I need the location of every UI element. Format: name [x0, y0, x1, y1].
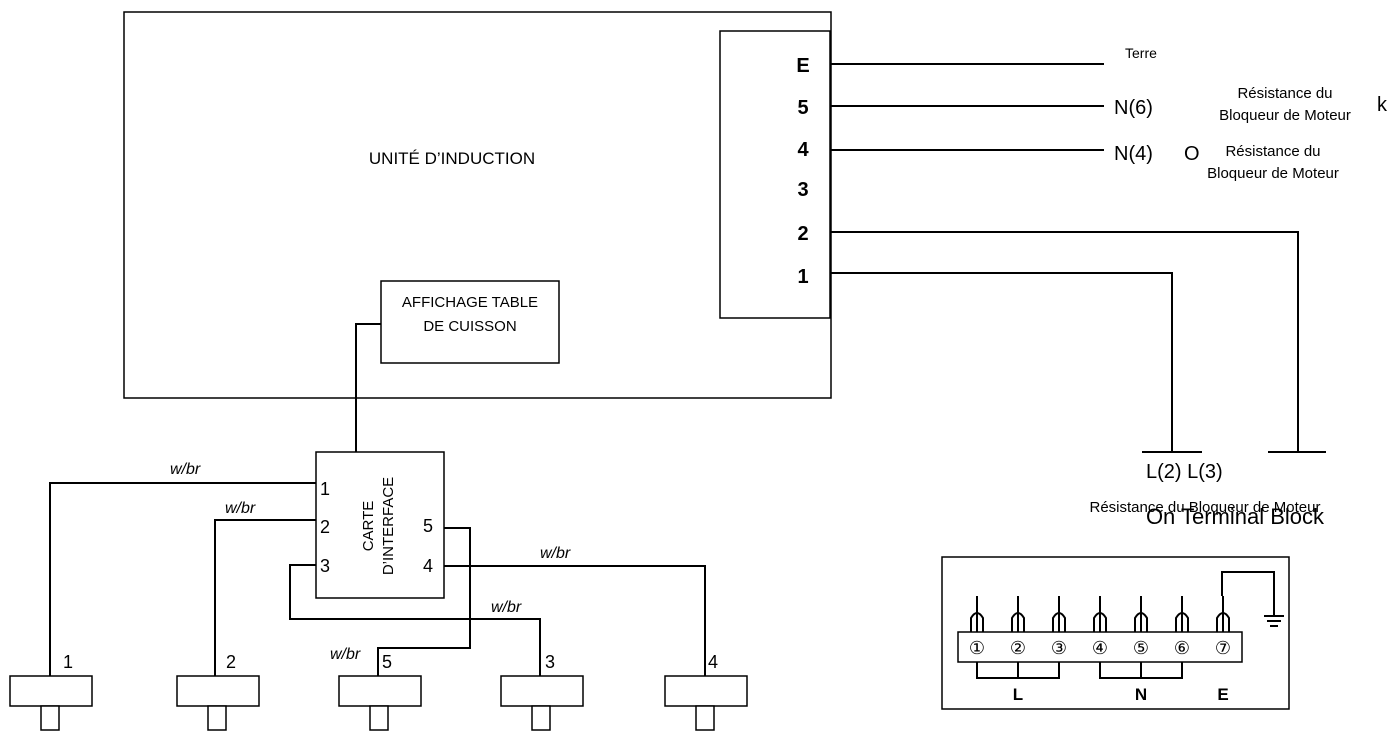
interface-pin-1: 1	[320, 479, 330, 499]
label-resistance-2b: Bloqueur de Moteur	[1207, 165, 1339, 182]
mains-terminal-2: ②	[1010, 596, 1026, 658]
element-1-label: 1	[63, 652, 73, 672]
element-2-label: 2	[226, 652, 236, 672]
wire-label-3: w/br	[491, 599, 522, 616]
interface-pin-5: 5	[423, 516, 433, 536]
terminal-pin-4: 4	[797, 139, 809, 161]
label-l2-l3: L(2) L(3)	[1146, 461, 1223, 483]
induction-unit-label: UNITÉ D’INDUCTION	[369, 149, 535, 168]
wire-label-4: w/br	[540, 545, 571, 562]
mains-terminal-label: ⑥	[1174, 638, 1190, 658]
mains-terminals: ① ② ③ ④ ⑤ ⑥ ⑦	[969, 596, 1231, 658]
heating-element-1: 1	[9, 652, 93, 731]
group-n-label: N	[1135, 685, 1147, 704]
display-label-1: AFFICHAGE TABLE	[402, 294, 538, 311]
terminal-lug-icon	[970, 612, 984, 632]
label-terre: Terre	[1125, 45, 1157, 61]
mains-terminal-5: ⑤	[1133, 596, 1149, 658]
mains-terminal-3: ③	[1051, 596, 1067, 658]
terminal-pin-e: E	[796, 55, 809, 77]
mains-terminal-label: ⑦	[1215, 638, 1231, 658]
terminal-pin-3: 3	[797, 179, 808, 201]
label-o: O	[1184, 143, 1200, 165]
terminal-lug-icon	[1093, 612, 1107, 632]
wire-element-2	[214, 519, 316, 676]
terminal-lug-icon	[1216, 612, 1230, 632]
earth-wire	[1221, 571, 1275, 616]
heating-element-4: 4	[664, 652, 748, 731]
terminal-lug-icon	[1134, 612, 1148, 632]
interface-label-1: CARTE	[360, 501, 377, 552]
wire-label-5: w/br	[330, 646, 361, 663]
label-on-terminal-block: On Terminal Block	[1146, 504, 1325, 529]
label-n4: N(4)	[1114, 143, 1153, 165]
terminal-pin-2: 2	[797, 223, 808, 245]
display-label-2: DE CUISSON	[423, 318, 516, 335]
interface-label-2: D’INTERFACE	[380, 477, 397, 575]
wire-label-2: w/br	[225, 500, 256, 517]
unit-terminal-block	[719, 30, 831, 319]
group-l-label: L	[1013, 685, 1023, 704]
element-5-label: 5	[382, 652, 392, 672]
terminal-lug-icon	[1052, 612, 1066, 632]
heating-element-3: 3	[500, 652, 584, 731]
cooktop-display-box	[380, 280, 560, 364]
label-resistance-3: Résistance du Bloqueur de Moteur	[1090, 499, 1321, 516]
label-resistance-2a: Résistance du	[1225, 143, 1320, 160]
wire-element-4	[444, 565, 706, 676]
interface-pin-4: 4	[423, 556, 433, 576]
wire-label-1: w/br	[170, 461, 201, 478]
terminal-pin-1: 1	[797, 266, 808, 288]
wire-element-3	[289, 564, 541, 676]
wire-element-1	[49, 482, 316, 676]
terminal-pin-5: 5	[797, 97, 808, 119]
mains-terminal-6: ⑥	[1174, 596, 1190, 658]
earth-icon	[1264, 615, 1284, 627]
mains-terminal-strip	[957, 631, 1243, 663]
terminal-lug-icon	[1011, 612, 1025, 632]
element-3-label: 3	[545, 652, 555, 672]
mains-terminal-label: ②	[1010, 638, 1026, 658]
wire-element-5	[377, 527, 471, 676]
mains-terminal-label: ①	[969, 638, 985, 658]
mains-terminal-7: ⑦	[1215, 596, 1231, 658]
label-resistance-1b: Bloqueur de Moteur	[1219, 107, 1351, 124]
mains-terminal-label: ⑤	[1133, 638, 1149, 658]
mains-terminal-1: ①	[969, 596, 985, 658]
interface-board-box	[315, 451, 445, 599]
wire-l2	[830, 272, 1173, 451]
label-n6: N(6)	[1114, 97, 1153, 119]
interface-pin-3: 3	[320, 556, 330, 576]
mains-terminal-label: ③	[1051, 638, 1067, 658]
mains-terminal-label: ④	[1092, 638, 1108, 658]
mains-terminal-4: ④	[1092, 596, 1108, 658]
label-k: k	[1377, 94, 1388, 116]
heating-element-2: 2	[176, 652, 260, 731]
interface-pin-2: 2	[320, 517, 330, 537]
group-e-label: E	[1217, 685, 1228, 704]
terminal-lug-icon	[1175, 612, 1189, 632]
heating-element-5: 5	[338, 652, 422, 731]
label-resistance-1a: Résistance du	[1237, 85, 1332, 102]
element-4-label: 4	[708, 652, 718, 672]
wire-l3	[830, 231, 1299, 451]
wire-display-interface	[355, 323, 381, 452]
